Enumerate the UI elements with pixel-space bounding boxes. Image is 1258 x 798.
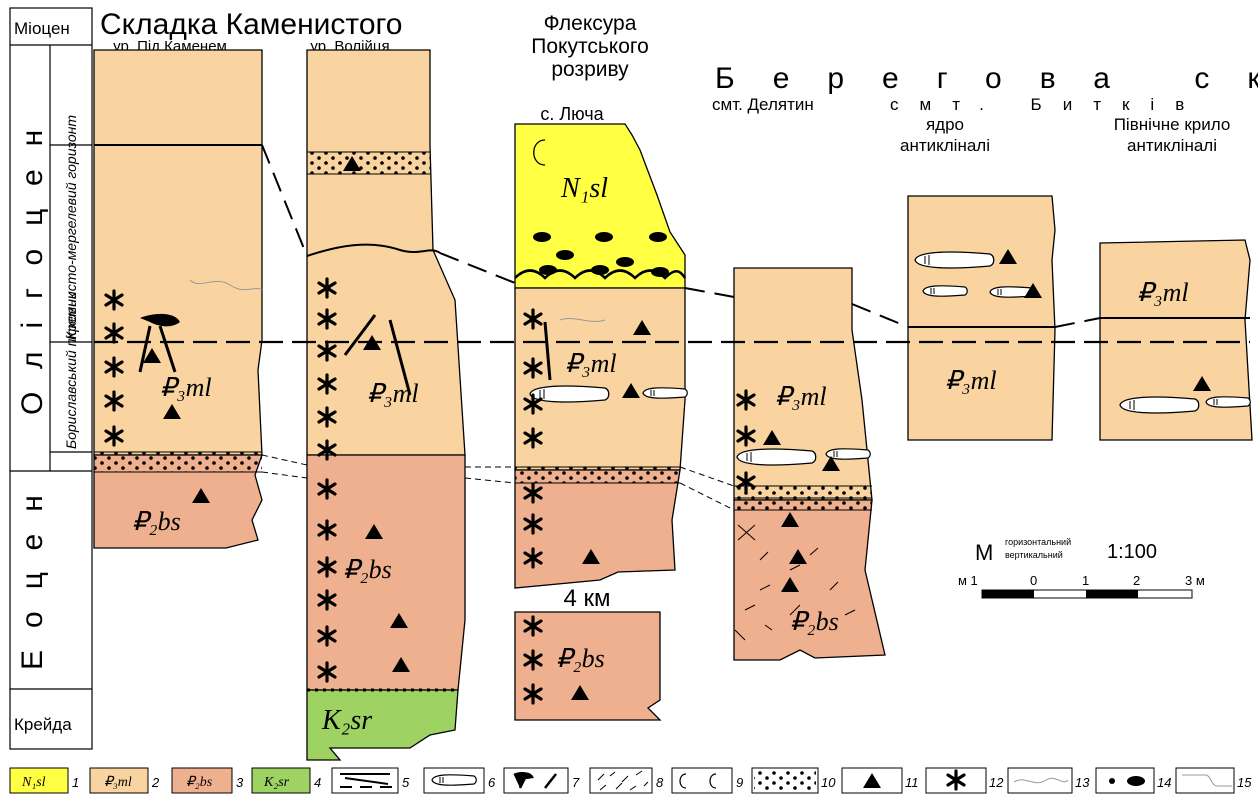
bent-line-icon <box>1176 768 1234 793</box>
hatch-icon <box>590 768 652 793</box>
legend-swatch-1-label: N₁sl <box>21 775 46 790</box>
legend-num-8: 8 <box>656 775 664 790</box>
legend-swatch-2-label: ₽₃ml <box>104 775 132 790</box>
column-liucha: N₁sl ₽₃ml ₽₂bs 4 км <box>515 124 687 720</box>
clast-icon <box>504 768 568 793</box>
legend: N₁sl 1 ₽₃ml 2 ₽₂bs 3 K₂sr 4 5 6 7 8 9 10… <box>10 768 1252 793</box>
horizon-boryslav-label: Бориславський пісковик <box>63 291 79 449</box>
legend-num-14: 14 <box>1157 775 1171 790</box>
scale-ratio-label: 1:100 <box>1107 541 1157 563</box>
legend-num-15: 15 <box>1237 775 1252 790</box>
epoch-eocene-label: Еоцен <box>16 473 49 670</box>
legend-num-12: 12 <box>989 775 1004 790</box>
scale-tick-4: 3 м <box>1185 573 1205 588</box>
north-wing-label-line2: антикліналі <box>1127 136 1217 155</box>
kamenysty-fold-title: Складка Каменистого <box>100 8 402 41</box>
column-liucha-label: с. Люча <box>540 104 604 124</box>
core-label-line1: ядро <box>926 115 964 134</box>
legend-num-4: 4 <box>314 775 321 790</box>
legend-num-6: 6 <box>488 775 496 790</box>
epoch-miocene-label: Міоцен <box>14 19 70 38</box>
flexure-title-line2: Покутського <box>531 35 649 58</box>
legend-num-7: 7 <box>572 775 580 790</box>
epoch-column: Міоцен Крейда Олігоцен Еоцен Кремнисто-м… <box>10 8 92 749</box>
formation-label-ml-4: ₽₃ml <box>775 382 827 411</box>
scale-tick-3: 2 <box>1133 573 1140 588</box>
concretion-icon <box>1096 768 1154 793</box>
formation-label-bs-3: ₽₂bs <box>556 644 605 673</box>
legend-num-13: 13 <box>1075 775 1090 790</box>
core-label-line2: антикліналі <box>900 136 990 155</box>
column-delyatyn: ₽₃ml ₽₂bs <box>734 268 885 660</box>
formation-label-bs-1: ₽₂bs <box>132 507 181 536</box>
formation-label-sl: N₁sl <box>560 173 608 204</box>
column-delyatyn-label: смт. Делятин <box>712 95 814 114</box>
flexure-title-line3: розриву <box>551 58 629 81</box>
beregova-title: Берегова скиба <box>715 62 1258 95</box>
formation-label-ml-1: ₽₃ml <box>160 373 212 402</box>
column-bytkiv-label: смт. Битків <box>890 95 1205 114</box>
formation-label-bs-2: ₽₂bs <box>343 555 392 584</box>
epoch-cretaceous-label: Крейда <box>14 715 72 734</box>
column-bytkiv-north-wing: ₽₃ml <box>1100 240 1252 440</box>
shell-icon <box>672 768 732 793</box>
formation-label-bs-4: ₽₂bs <box>790 607 839 636</box>
legend-num-5: 5 <box>402 775 410 790</box>
scale-m-label: М <box>975 540 993 565</box>
distance-label: 4 км <box>563 585 610 612</box>
legend-num-3: 3 <box>236 775 244 790</box>
formation-label-ml-2: ₽₃ml <box>367 379 419 408</box>
scale-horizontal-label: горизонтальний <box>1005 537 1071 547</box>
north-wing-label-line1: Північне крило <box>1114 115 1231 134</box>
legend-num-1: 1 <box>72 775 79 790</box>
legend-num-10: 10 <box>821 775 836 790</box>
scale-vertical-label: вертикальний <box>1005 550 1063 560</box>
column-bytkiv-core: ₽₃ml <box>908 196 1055 440</box>
scale-tick-1: 0 <box>1030 573 1037 588</box>
legend-num-11: 11 <box>905 775 919 790</box>
column-pid-kamenem: ₽₃ml ₽₂bs <box>94 50 262 548</box>
formation-label-ml-6: ₽₃ml <box>1137 278 1189 307</box>
scale-bar: М горизонтальний вертикальний 1:100 м 1 … <box>958 537 1205 598</box>
formation-label-ml-5: ₽₃ml <box>945 366 997 395</box>
column-voliytsia: ₽₃ml ₽₂bs K₂sr <box>307 50 465 760</box>
legend-swatch-3-label: ₽₂bs <box>186 775 213 790</box>
legend-num-2: 2 <box>151 775 160 790</box>
scale-tick-2: 1 <box>1082 573 1089 588</box>
flexure-title-line1: Флексура <box>544 12 637 35</box>
epoch-oligocene-label: Олігоцен <box>16 107 49 415</box>
formation-label-ml-3: ₽₃ml <box>565 349 617 378</box>
scale-tick-0: м 1 <box>958 573 978 588</box>
legend-num-9: 9 <box>736 775 743 790</box>
legend-swatch-4-label: K₂sr <box>263 775 290 790</box>
formation-label-sr: K₂sr <box>321 705 372 736</box>
